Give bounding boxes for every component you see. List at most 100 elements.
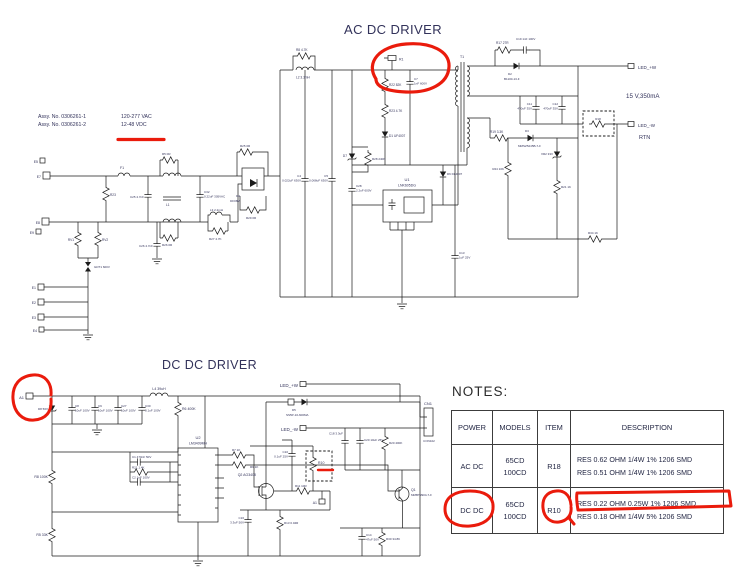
- svg-text:Q1: Q1: [411, 488, 416, 492]
- svg-text:E2: E2: [32, 301, 36, 305]
- svg-text:R26 0R: R26 0R: [162, 243, 173, 247]
- svg-text:10uF 100V: 10uF 100V: [98, 409, 113, 413]
- svg-text:1uF 25V: 1uF 25V: [459, 256, 470, 260]
- svg-text:R29 0R: R29 0R: [246, 216, 257, 220]
- acdc-ic-u1: U1 LNK605DG: [352, 177, 458, 297]
- assy-line1-label: Assy. No. 0306261-1: [38, 114, 86, 120]
- acdc-rtn-label: RTN: [639, 135, 650, 141]
- svg-text:E3: E3: [32, 316, 36, 320]
- svg-text:C9: C9: [98, 404, 102, 408]
- svg-text:0.068uF 630V: 0.068uF 630V: [309, 179, 328, 183]
- svg-text:R34 1K: R34 1K: [588, 231, 598, 235]
- svg-text:D6 DL4007: D6 DL4007: [447, 172, 463, 176]
- acdc-output-stage: R17 27R C19 1nF 100V D2 B1100-13-F C11 4…: [490, 37, 660, 297]
- svg-text:E4: E4: [33, 329, 37, 333]
- svg-text:D2: D2: [508, 72, 512, 76]
- desc-line: RES 0.22 OHM 0.25W 1% 1206 SMD: [577, 500, 697, 508]
- svg-text:LNK605DG: LNK605DG: [398, 184, 416, 188]
- svg-text:R1: R1: [399, 58, 404, 62]
- svg-text:C20 10uF 25V: C20 10uF 25V: [364, 438, 383, 442]
- svg-text:C8: C8: [75, 404, 79, 408]
- assy-line1-value: 120-277 VAC: [121, 114, 152, 120]
- desc-line: RES 0.62 OHM 1/4W 1% 1206 SMD: [577, 455, 693, 464]
- svg-text:R21 1K: R21 1K: [561, 185, 571, 189]
- svg-text:B1100-13-F: B1100-13-F: [504, 77, 520, 81]
- dcdc-driver-schematic: A1 D8 56V C8 10uF 100V C9 10uF 100V C27 …: [19, 381, 435, 567]
- table-header-item: ITEM: [538, 411, 571, 445]
- table-header-description: DESCRIPTION: [571, 411, 723, 445]
- svg-text:3.3uF 50V: 3.3uF 50V: [230, 521, 244, 525]
- dcdc-title: DC DC DRIVER: [162, 358, 257, 372]
- notes-table: POWER MODELS ITEM DESCRIPTION AC DC 65CD…: [451, 410, 724, 534]
- svg-text:D4: D4: [236, 194, 240, 198]
- svg-text:C18 3.3uF: C18 3.3uF: [329, 432, 343, 436]
- svg-text:C30: C30: [145, 404, 151, 408]
- svg-text:1nF 600V: 1nF 600V: [414, 82, 427, 86]
- assy-line2-value: 12-48 VDC: [121, 122, 147, 128]
- acdc-led-pos-label: LED_+W: [638, 65, 657, 70]
- svg-text:0.22uF 305VAC: 0.22uF 305VAC: [204, 195, 226, 199]
- svg-text:E9: E9: [30, 231, 34, 235]
- table-cell-desc-acdc: RES 0.62 OHM 1/4W 1% 1206 SMD RES 0.51 O…: [571, 445, 723, 488]
- svg-text:D3: D3: [525, 129, 529, 133]
- svg-text:GDT1 600V: GDT1 600V: [94, 265, 110, 269]
- svg-text:C5: C5: [324, 174, 328, 178]
- dcdc-a1b-connector-label: A1: [313, 501, 317, 505]
- acdc-output-rating: 15 V,350mA: [626, 93, 660, 100]
- svg-text:0.022uF 630V: 0.022uF 630V: [282, 179, 301, 183]
- table-cell-desc-dcdc: RES 0.22 OHM 0.25W 1% 1206 SMD RES 0.18 …: [571, 488, 723, 533]
- svg-text:T1: T1: [460, 55, 464, 59]
- desc-line: RES 0.51 OHM 1/4W 1% 1206 SMD: [577, 468, 693, 477]
- svg-text:R25 0R: R25 0R: [240, 144, 251, 148]
- svg-text:0.1uF 100V: 0.1uF 100V: [145, 409, 161, 413]
- svg-text:C4: C4: [297, 174, 301, 178]
- svg-text:MMSZ5245B-7-F: MMSZ5245B-7-F: [518, 144, 541, 148]
- dcdc-led-pos-label: LED_+W: [280, 383, 299, 388]
- svg-text:C16: C16: [238, 516, 244, 520]
- dcdc-led-neg-label: LED_-W: [281, 427, 299, 432]
- svg-text:R19 3.3K: R19 3.3K: [490, 130, 504, 134]
- svg-text:C25 4.7nF: C25 4.7nF: [130, 195, 144, 199]
- acdc-title: AC DC DRIVER: [344, 22, 442, 37]
- svg-text:10uF 100V: 10uF 100V: [121, 409, 136, 413]
- svg-text:10uF 100V: 10uF 100V: [75, 409, 90, 413]
- svg-text:L2 3.3mH: L2 3.3mH: [296, 76, 311, 80]
- acdc-transformer-t1: T1: [452, 55, 578, 205]
- svg-text:U1: U1: [404, 177, 410, 182]
- svg-text:LM3409MH: LM3409MH: [189, 442, 208, 446]
- svg-text:C27: C27: [121, 404, 127, 408]
- svg-text:R22 82K: R22 82K: [389, 83, 402, 87]
- svg-text:U2: U2: [195, 435, 201, 440]
- svg-text:Q2 AO3408: Q2 AO3408: [238, 473, 256, 477]
- assembly-numbers: Assy. No. 0306261-1 120-277 VAC Assy. No…: [38, 114, 152, 128]
- svg-text:R17 27R: R17 27R: [496, 41, 509, 45]
- svg-text:L1: L1: [166, 203, 170, 207]
- svg-text:47uF 50V: 47uF 50V: [366, 538, 379, 542]
- svg-text:R18: R18: [595, 117, 601, 121]
- svg-text:R23 4.7K: R23 4.7K: [389, 109, 403, 113]
- svg-text:R5 33K: R5 33K: [36, 533, 48, 537]
- acdc-input-wiring: F1 R23 C25 4.7nF L1 R5 0R R26 0R C32 0.2…: [44, 144, 280, 341]
- svg-text:0.1uF 25V: 0.1uF 25V: [274, 455, 288, 459]
- svg-text:C2 1nF 100V: C2 1nF 100V: [132, 476, 150, 480]
- acdc-bridge-rectifier: D4 DF08M: [230, 167, 265, 203]
- svg-text:C26 4.7nF: C26 4.7nF: [139, 244, 153, 248]
- svg-text:E7: E7: [37, 175, 41, 179]
- svg-text:C7: C7: [414, 77, 418, 81]
- acdc-jumper-r1: R1: [384, 55, 404, 70]
- svg-text:2.2uF 600V: 2.2uF 600V: [356, 189, 372, 193]
- svg-text:RV1: RV1: [68, 238, 74, 242]
- svg-text:R13 0.04R: R13 0.04R: [284, 521, 299, 525]
- svg-text:D8 56V: D8 56V: [38, 407, 48, 411]
- notes-title: NOTES:: [452, 384, 509, 399]
- model-line: 65CD: [505, 500, 525, 509]
- svg-text:D5: D5: [292, 408, 296, 412]
- dcdc-cn1-type: CON102: [423, 439, 435, 443]
- table-cell-item-r18: R18: [538, 445, 571, 488]
- svg-text:C1 470nF 50V: C1 470nF 50V: [132, 455, 151, 459]
- svg-text:470uF 35V: 470uF 35V: [543, 107, 558, 111]
- svg-text:E1: E1: [32, 286, 36, 290]
- svg-text:L4 39uH: L4 39uH: [152, 387, 166, 391]
- svg-text:C19 1nF 100V: C19 1nF 100V: [516, 37, 535, 41]
